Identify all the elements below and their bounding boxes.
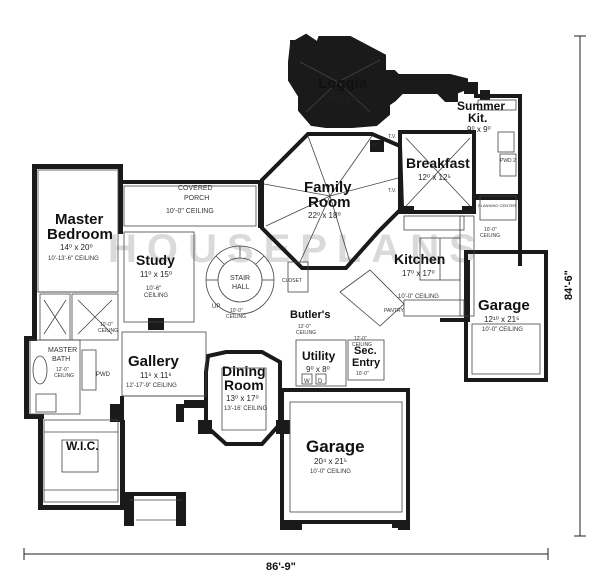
room-dining-ceiling: 13'-16' CEILING xyxy=(224,406,268,412)
room-family-name1: Family xyxy=(304,179,352,196)
label-ceiling-word-hall: CEILING xyxy=(226,314,246,320)
label-washer: W xyxy=(304,379,310,385)
room-study-ceiling1: 10'-6" xyxy=(146,286,161,292)
room-gallery-name: Gallery xyxy=(128,353,180,370)
room-gallery-size: 11⁶ x 11⁶ xyxy=(140,371,172,380)
room-master-bedroom-ceiling: 10'-13'-6" CEILING xyxy=(48,256,99,262)
room-master-bath-name1: MASTER xyxy=(48,347,77,354)
room-garage-main-size: 20⁴ x 21⁵ xyxy=(314,457,347,466)
room-stair-hall-name2: HALL xyxy=(232,284,250,291)
room-butlers-ceiling2: CEILING xyxy=(296,330,316,336)
room-family-size: 22⁰ x 18⁰ xyxy=(308,211,341,220)
label-ceiling-10-left: 10'-0" xyxy=(100,322,113,328)
label-ceiling-10-hall: 10'-0" xyxy=(230,308,243,314)
room-master-bedroom-name1: Master xyxy=(55,211,104,228)
label-dryer: D xyxy=(318,379,323,385)
room-dining-name1: Dining xyxy=(222,363,266,379)
dimension-lines xyxy=(23,35,586,560)
label-pwd2: PWD 2 xyxy=(500,158,516,164)
room-gallery-ceiling: 12'-17'-9" CEILING xyxy=(126,383,177,389)
room-dining-name2: Room xyxy=(224,377,264,393)
label-tv-family: T.V. xyxy=(388,134,396,140)
label-ceiling-word-kit: CEILING xyxy=(480,233,500,239)
room-study-ceiling2: CEILING xyxy=(144,293,168,299)
interior-lines xyxy=(29,59,541,521)
room-master-bedroom-name2: Bedroom xyxy=(47,226,113,243)
room-master-bath-ceiling1: 12'-0" xyxy=(56,367,69,373)
overall-width-label: 86'-9" xyxy=(266,561,296,573)
room-master-bath-ceiling2: CEILING xyxy=(54,373,74,379)
room-summer-kit-size: 9⁰ x 9⁰ xyxy=(467,125,491,134)
room-utility-name: Utility xyxy=(302,349,336,363)
room-dining-size: 13⁰ x 17⁰ xyxy=(226,394,259,403)
room-stair-hall-name1: STAIR xyxy=(230,275,250,282)
overall-depth-label: 84'-6" xyxy=(563,270,575,300)
room-breakfast-name: Breakfast xyxy=(406,155,470,171)
room-kitchen-ceiling: 10'-0" CEILING xyxy=(398,294,439,300)
room-labels: Loggia 28⁴ x 14² Summer Kit. 9⁰ x 9⁰ Fam… xyxy=(47,75,530,475)
label-closet: CLOSET xyxy=(282,278,302,284)
room-loggia-size: 28⁴ x 14² xyxy=(326,95,359,104)
room-covered-porch-name2: PORCH xyxy=(184,195,209,202)
room-summer-kit-name2: Kit. xyxy=(468,111,487,125)
label-ceiling-word-left: CEILING xyxy=(98,328,118,334)
room-sec-entry-name1: Sec. xyxy=(354,345,377,357)
room-master-bath-name2: BATH xyxy=(52,356,70,363)
room-garage-side-name: Garage xyxy=(478,297,530,314)
room-study-name: Study xyxy=(136,252,175,268)
label-fp: F.P. xyxy=(372,142,378,147)
room-breakfast-size: 12⁰ x 12⁵ xyxy=(418,173,451,182)
room-family-name2: Room xyxy=(308,194,351,211)
label-ceiling-12-sec: 12'-0" xyxy=(354,336,367,342)
room-wic-name: W.I.C. xyxy=(66,439,99,453)
room-study-size: 11⁰ x 15⁰ xyxy=(140,270,172,279)
room-kitchen-size: 17⁰ x 17⁰ xyxy=(402,269,435,278)
watermark: HOUSEPLANS xyxy=(108,227,486,271)
room-kitchen-name: Kitchen xyxy=(394,251,445,267)
room-sec-entry-name2: Entry xyxy=(352,357,381,369)
room-garage-side-size: 12¹⁰ x 21⁵ xyxy=(484,315,519,324)
room-garage-side-ceiling: 10'-0" CEILING xyxy=(482,327,523,333)
label-pantry: PANTRY xyxy=(384,308,404,314)
room-master-bedroom-size: 14⁰ x 20⁰ xyxy=(60,243,93,252)
room-garage-main-ceiling: 10'-0" CEILING xyxy=(310,469,351,475)
room-covered-porch-name1: COVERED xyxy=(178,185,213,192)
room-summer-kit-name1: Summer xyxy=(457,99,505,113)
room-loggia-name: Loggia xyxy=(318,75,368,92)
label-pwd: PWD xyxy=(96,372,111,378)
room-utility-size: 9⁰ x 8⁰ xyxy=(306,365,330,374)
room-garage-main-name: Garage xyxy=(306,437,365,456)
room-butlers-ceiling1: 12'-0" xyxy=(298,324,311,330)
label-planning-center: PLANNING CENTER xyxy=(478,203,516,208)
label-ceiling-word-sec: CEILING xyxy=(352,342,372,348)
room-sec-entry-ceiling: 10'-0" xyxy=(356,371,369,377)
room-butlers-name: Butler's xyxy=(290,309,331,321)
label-tv-breakfast: T.V. xyxy=(388,188,396,194)
room-covered-porch-ceiling: 10'-0" CEILING xyxy=(166,208,214,215)
label-ceiling-10-kit: 10'-0" xyxy=(484,227,497,233)
label-up: UP xyxy=(212,304,220,310)
